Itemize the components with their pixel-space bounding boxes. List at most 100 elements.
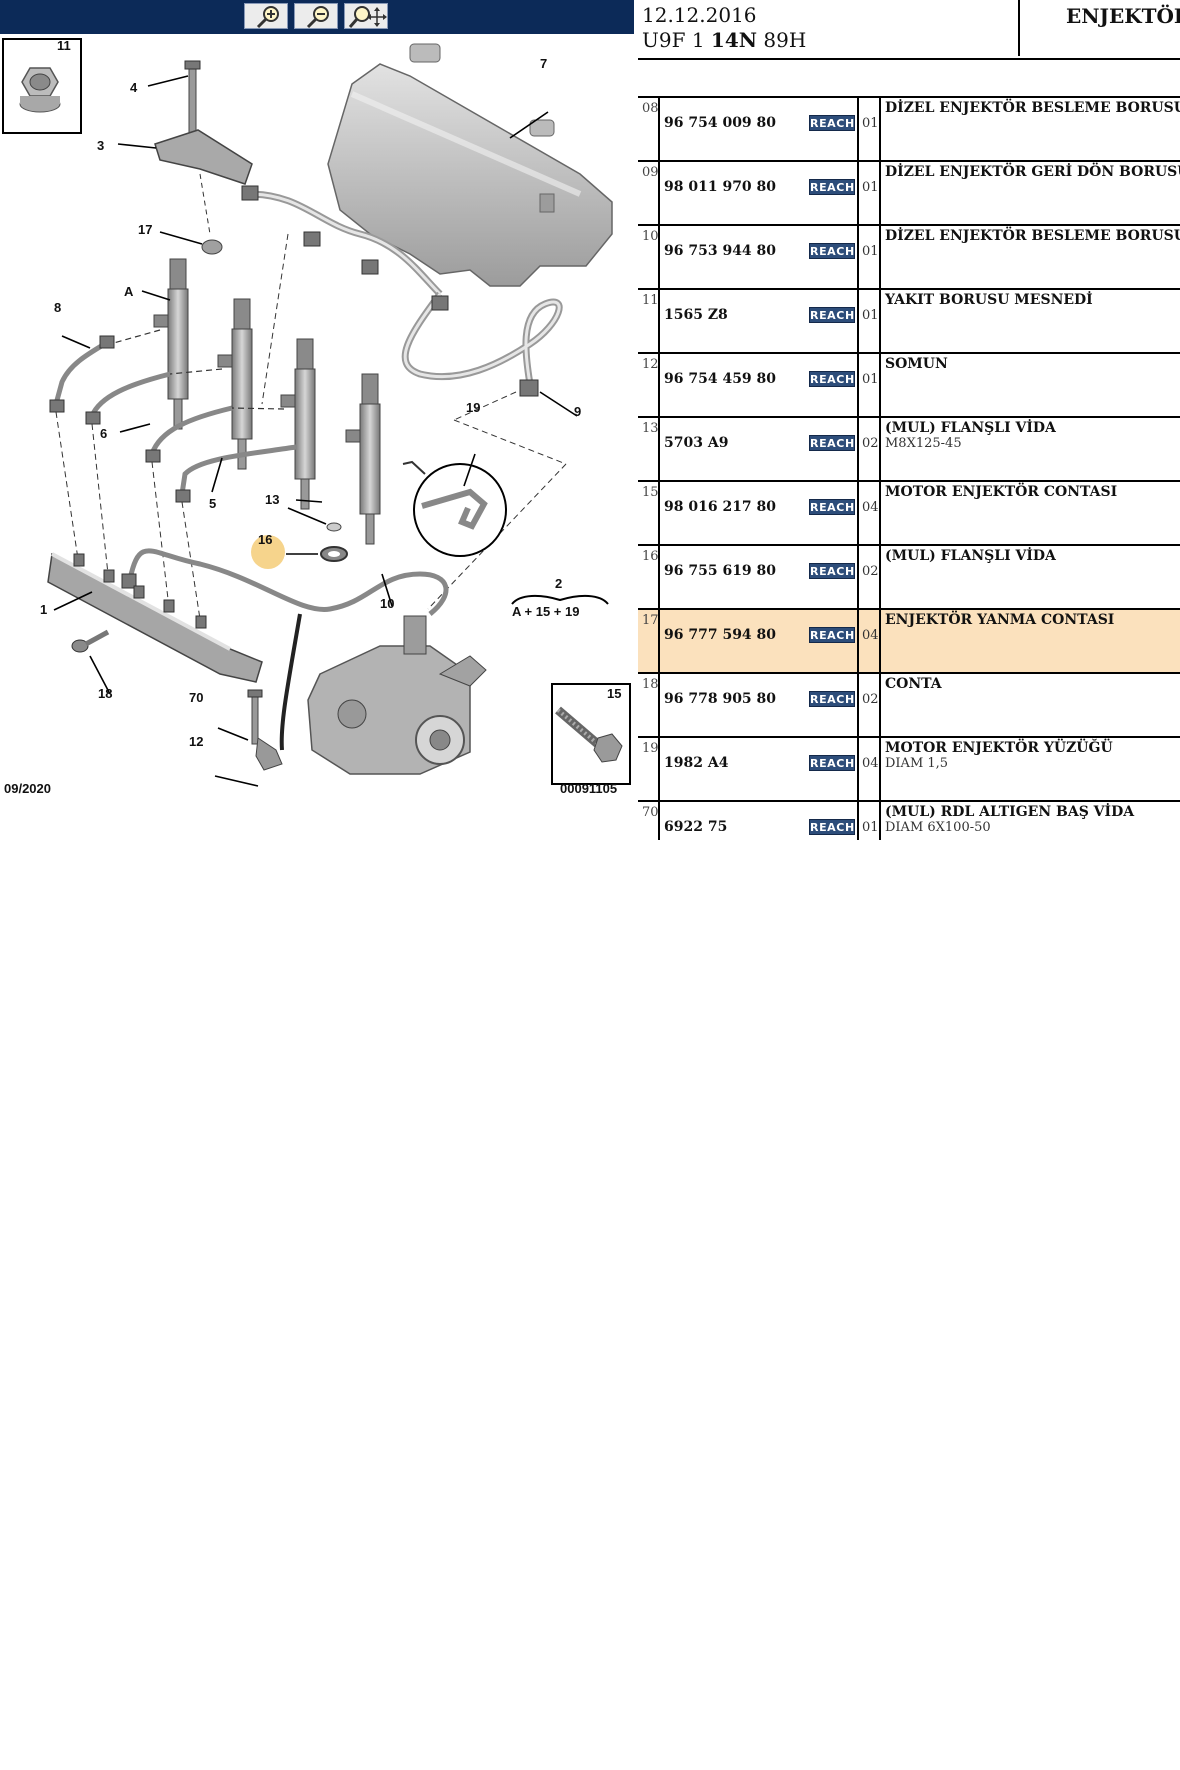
- panel-divider[interactable]: [634, 0, 640, 840]
- column-divider: [879, 290, 881, 352]
- reach-badge: REACH: [809, 115, 855, 131]
- part-number[interactable]: 98 016 217 80: [664, 499, 777, 515]
- column-divider: [857, 802, 859, 840]
- callout-label: 2: [555, 576, 563, 591]
- part-number[interactable]: 96 754 009 80: [664, 115, 777, 131]
- part-number[interactable]: 96 777 594 80: [664, 627, 777, 643]
- part-description: DİZEL ENJEKTÖR BESLEME BORUSU: [885, 100, 1180, 116]
- part-qty: 01: [862, 372, 879, 387]
- rail-screw-16: [71, 629, 110, 653]
- callout-label-17: 16: [258, 532, 273, 547]
- callout-label: 1: [40, 602, 48, 617]
- part-description: (MUL) FLANŞLI VİDA: [885, 548, 1056, 564]
- column-divider: [857, 98, 859, 160]
- header-model: U9F 1 14N 89H: [642, 28, 806, 52]
- part-qty: 01: [862, 820, 879, 835]
- magnifier-plus-icon: [256, 6, 279, 29]
- callout-label: 5: [209, 496, 217, 511]
- column-divider: [879, 674, 881, 736]
- part-description: (MUL) RDL ALTIGEN BAŞ VİDA: [885, 804, 1135, 820]
- panel-header: 12.12.2016 U9F 1 14N 89H ENJEKTÖR: [638, 0, 1180, 60]
- part-ref: 09: [638, 162, 660, 224]
- column-divider: [857, 546, 859, 608]
- part-number[interactable]: 98 011 970 80: [664, 179, 777, 195]
- column-divider: [879, 354, 881, 416]
- part-qty: 01: [862, 308, 879, 323]
- ref-code: 00091105: [560, 781, 618, 796]
- reach-badge: REACH: [809, 307, 855, 323]
- callout-label: A: [124, 284, 134, 299]
- injector-seal-15: [326, 522, 342, 532]
- column-divider: [857, 226, 859, 288]
- zoom-toolbar: [0, 0, 634, 34]
- panel-subbar: [638, 60, 1180, 98]
- callout-label: 9: [574, 404, 582, 419]
- part-number[interactable]: 96 755 619 80: [664, 563, 777, 579]
- kit-label: A + 15 + 19: [512, 604, 580, 619]
- reach-badge: REACH: [809, 435, 855, 451]
- part-number[interactable]: 96 778 905 80: [664, 691, 777, 707]
- part-ref: 10: [638, 226, 660, 288]
- part-number[interactable]: 6922 75: [664, 819, 728, 835]
- reach-badge: REACH: [809, 627, 855, 643]
- column-divider: [879, 226, 881, 288]
- callout-label: 10: [380, 596, 395, 611]
- reach-badge: REACH: [809, 371, 855, 387]
- column-divider: [879, 738, 881, 800]
- part-description: MOTOR ENJEKTÖR YÜZÜĞÜ: [885, 740, 1113, 756]
- part-number[interactable]: 96 753 944 80: [664, 243, 777, 259]
- part-description: YAKIT BORUSU MESNEDİ: [885, 292, 1093, 308]
- part-ref: 16: [638, 546, 660, 608]
- kit-brace: [511, 594, 609, 605]
- part-number[interactable]: 5703 A9: [664, 435, 729, 451]
- header-title-box: ENJEKTÖR: [1018, 0, 1180, 56]
- zoom-out-button[interactable]: [294, 3, 338, 29]
- part-description: SOMUN: [885, 356, 948, 372]
- column-divider: [879, 802, 881, 840]
- column-divider: [857, 354, 859, 416]
- injector-ring-19: [421, 488, 488, 530]
- zoom-in-button[interactable]: [244, 3, 288, 29]
- reach-badge: REACH: [809, 179, 855, 195]
- bolt-part: [555, 706, 623, 763]
- inset-circle-19: [413, 463, 507, 557]
- callout-label: 19: [466, 400, 481, 415]
- part-number[interactable]: 96 754 459 80: [664, 371, 777, 387]
- column-divider: [857, 482, 859, 544]
- callout-label: 6: [100, 426, 108, 441]
- leader-pipe: [279, 613, 302, 751]
- model-suffix: 89H: [757, 28, 807, 52]
- part-number[interactable]: 1982 A4: [664, 755, 729, 771]
- callout-label: 7: [540, 56, 548, 71]
- part-spec: DIAM 6X100-50: [885, 820, 991, 835]
- part-description: MOTOR ENJEKTÖR CONTASI: [885, 484, 1118, 500]
- callout-label: 12: [189, 734, 204, 749]
- diagram-drawing: [2, 38, 631, 787]
- clamp-part: [154, 129, 253, 185]
- header-date: 12.12.2016: [642, 3, 757, 27]
- part-number[interactable]: 1565 Z8: [664, 307, 728, 323]
- part-ref: 11: [638, 290, 660, 352]
- column-divider: [879, 98, 881, 160]
- part-ref: 17: [638, 610, 660, 672]
- reach-badge: REACH: [809, 563, 855, 579]
- column-divider: [879, 162, 881, 224]
- pan-button[interactable]: [344, 3, 388, 29]
- column-divider: [857, 418, 859, 480]
- part-qty: 02: [862, 692, 879, 707]
- date-code: 09/2020: [4, 781, 51, 796]
